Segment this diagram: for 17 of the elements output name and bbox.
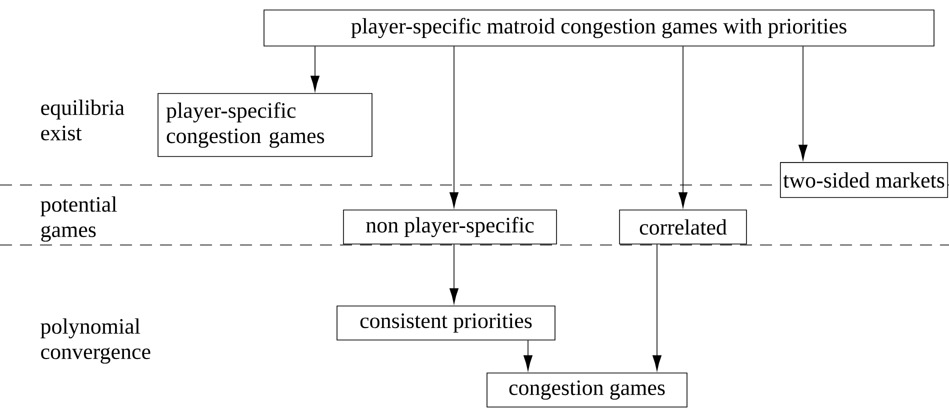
text-box: correlated — [619, 210, 747, 244]
arrow — [450, 46, 458, 208]
text-box: consistent priorities — [336, 306, 556, 340]
text-box: player-specific congestion games — [158, 93, 372, 157]
arrow — [678, 46, 688, 208]
row-label: equilibria exist — [41, 100, 124, 140]
row-label: polynomial convergence — [40, 318, 150, 364]
arrow — [798, 46, 808, 160]
arrow — [310, 46, 320, 92]
arrow — [450, 244, 458, 304]
text-box: player-specific matroid congestion games with priorities — [264, 10, 934, 46]
arrow — [652, 244, 662, 371]
text-box: two-sided markets — [780, 162, 948, 198]
text-box: congestion games — [486, 372, 688, 408]
text-box: non player-specific — [343, 210, 557, 244]
arrow — [524, 340, 532, 371]
row-label: potential games — [40, 196, 117, 242]
